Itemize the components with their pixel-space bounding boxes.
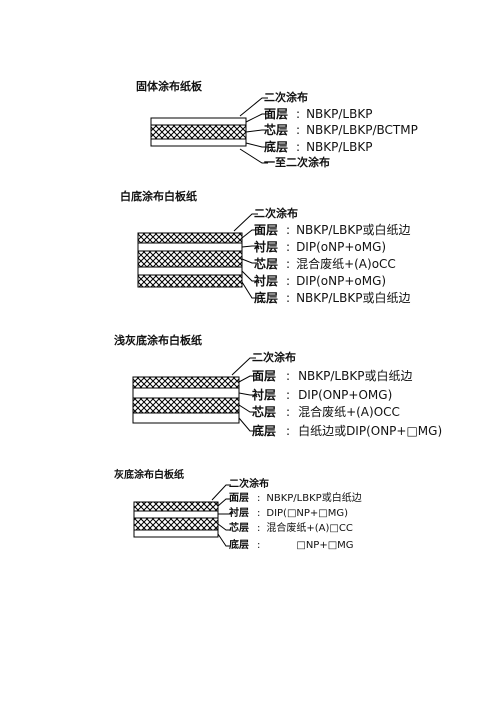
board-4-leader-lines [211,484,231,547]
board-1-layer-3: 底层:NBKP/LBKP [264,140,373,154]
board-3-leader-lines [231,357,256,432]
board-4-layer-3-label: 芯层:混合废纸+(A)□CC [229,523,353,534]
board-2-layer-4-label: 衬层:DIP(oNP+oMG) [254,274,387,288]
board-2-title: 白底涂布白板纸 [120,190,197,203]
board-2-coating-top: 二次涂布 [254,207,298,220]
board-3-title: 浅灰底涂布白板纸 [114,334,202,347]
board-2-layer-2-label: 衬层:DIP(oNP+oMG) [254,240,387,254]
board-4-layer-2 [133,510,219,519]
board-3-layer-4-label: 底层:白纸边或DIP(ONP+□MG) [252,424,443,438]
board-4-layer-4 [133,529,219,538]
board-1-layer-2: 芯层:NBKP/LBKP/BCTMP [264,123,418,137]
board-4-layer-2-label: 衬层:DIP(□NP+□MG) [229,508,349,519]
board-1-coating-top: 二次涂布 [264,91,308,104]
board-3-layer-1-label: 面层:NBKP/LBKP或白纸边 [252,369,413,383]
board-4-layer-3 [133,517,219,531]
board-2-layer-5-label: 底层:NBKP/LBKP或白纸边 [254,291,411,305]
board-4-layer-4-label: 底层:□NP+□MG [229,540,354,551]
board-3-layer-3-label: 芯层:混合废纸+(A)OCC [252,405,400,419]
board-2-layer-5 [137,274,243,288]
board-4-layer-1-label: 面层:NBKP/LBKP或白纸边 [229,493,362,504]
board-2-leader-lines [233,213,258,299]
board-4-coating-top: 二次涂布 [229,479,269,490]
board-1-leader-lines [239,97,268,164]
board-1-bottom-layer [150,138,247,147]
board-3-layer-2-label: 衬层:DIP(ONP+OMG) [252,388,393,402]
board-3-coating-top: 二次涂布 [252,351,296,364]
board-1-coating-bottom: 一至二次涂布 [264,156,330,169]
board-2-layer-1-label: 面层:NBKP/LBKP或白纸边 [254,223,411,237]
board-1-title: 固体涂布纸板 [136,80,202,93]
board-1-layer-1: 面层:NBKP/LBKP [264,107,373,121]
board-4-title: 灰底涂布白板纸 [114,470,184,481]
board-4-layer-1 [133,501,219,512]
board-2-layer-3-label: 芯层:混合废纸+(A)oCC [254,257,396,271]
